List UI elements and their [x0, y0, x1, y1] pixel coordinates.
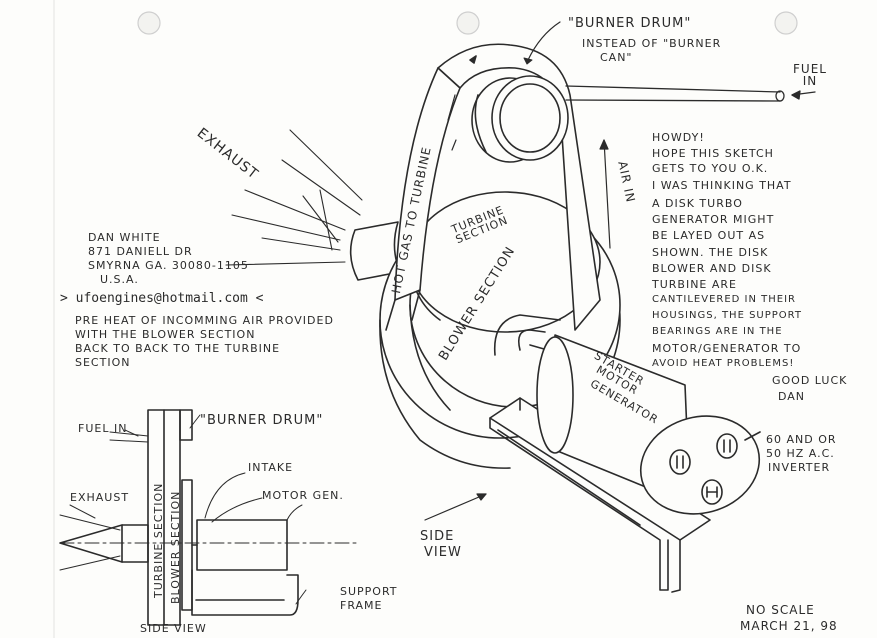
side-view-drawing [59, 409, 361, 626]
side-view-arrow [424, 493, 487, 521]
side-support-label: SUPPORT [340, 585, 398, 598]
exhaust-jet [225, 129, 363, 266]
letter-line: BEARINGS ARE IN THE [652, 326, 783, 337]
preheat-line: BACK TO BACK TO THE TURBINE [75, 342, 281, 355]
inverter-line-3: INVERTER [768, 461, 831, 474]
letter-line: BLOWER AND DISK [652, 262, 772, 275]
side-fuel-in-label: FUEL IN [78, 422, 128, 435]
letter-line: DAN [778, 390, 806, 403]
hot-gas-duct [385, 43, 601, 331]
letter-line: CANTILEVERED IN THEIR [652, 294, 797, 305]
air-in-arrow [599, 139, 611, 249]
burner-drum-title: "BURNER DRUM" [568, 16, 692, 31]
email-address: > ufoengines@hotmail.com < [60, 291, 264, 306]
letter-line: HOPE THIS SKETCH [652, 147, 774, 160]
preheat-line: PRE HEAT OF INCOMMING AIR PROVIDED [75, 314, 334, 327]
letter-line: I WAS THINKING THAT [652, 179, 792, 192]
date-label: MARCH 21, 98 [740, 619, 838, 633]
preheat-line: SECTION [75, 356, 131, 369]
letter-line: HOUSINGS, THE SUPPORT [652, 310, 802, 321]
letter-line: GETS TO YOU O.K. [652, 162, 769, 175]
preheat-line: WITH THE BLOWER SECTION [75, 328, 256, 341]
letter-line: A DISK TURBO [652, 197, 743, 210]
letter-line: GOOD LUCK [772, 374, 848, 387]
letter-line: TURBINE ARE [652, 278, 737, 291]
address-line: DAN WHITE [88, 231, 161, 244]
letter-line: SHOWN. THE DISK [652, 246, 769, 259]
instead-of-label: INSTEAD OF "BURNER [582, 37, 722, 50]
side-exhaust-label: EXHAUST [70, 491, 130, 504]
starter-motor-generator [493, 314, 761, 515]
side-turbine-section-label: TURBINE SECTION [152, 482, 165, 598]
side-burner-drum-label: "BURNER DRUM" [200, 413, 324, 428]
address-line: SMYRNA GA. 30080-1105 [88, 259, 249, 272]
punch-holes [137, 11, 798, 35]
side-blower-section-label: BLOWER SECTION [169, 490, 182, 604]
side-motor-gen-label: MOTOR GEN. [262, 489, 344, 502]
letter-line: MOTOR/GENERATOR TO [652, 342, 802, 355]
letter-line: BE LAYED OUT AS [652, 229, 766, 242]
no-scale-label: NO SCALE [746, 603, 815, 617]
address-line: U.S.A. [100, 273, 139, 286]
side-intake-label: INTAKE [248, 461, 294, 474]
letter-line: AVOID HEAT PROBLEMS! [652, 358, 795, 369]
side-view-main-2: VIEW [424, 545, 462, 560]
side-view-main-1: SIDE [420, 529, 455, 544]
inverter-line-2: 50 HZ A.C. [766, 447, 835, 460]
letter-line: HOWDY! [652, 131, 705, 144]
burner-drum [471, 75, 569, 163]
can-label: CAN" [600, 51, 633, 64]
side-view-caption: SIDE VIEW [140, 622, 207, 635]
side-frame-label: FRAME [340, 599, 383, 612]
address-line: 871 DANIELL DR [88, 245, 193, 258]
inverter-line-1: 60 AND OR [766, 433, 837, 446]
fuel-line [565, 85, 816, 102]
fuel-in-label: FUEL IN [793, 62, 827, 88]
letter-line: GENERATOR MIGHT [652, 213, 775, 226]
